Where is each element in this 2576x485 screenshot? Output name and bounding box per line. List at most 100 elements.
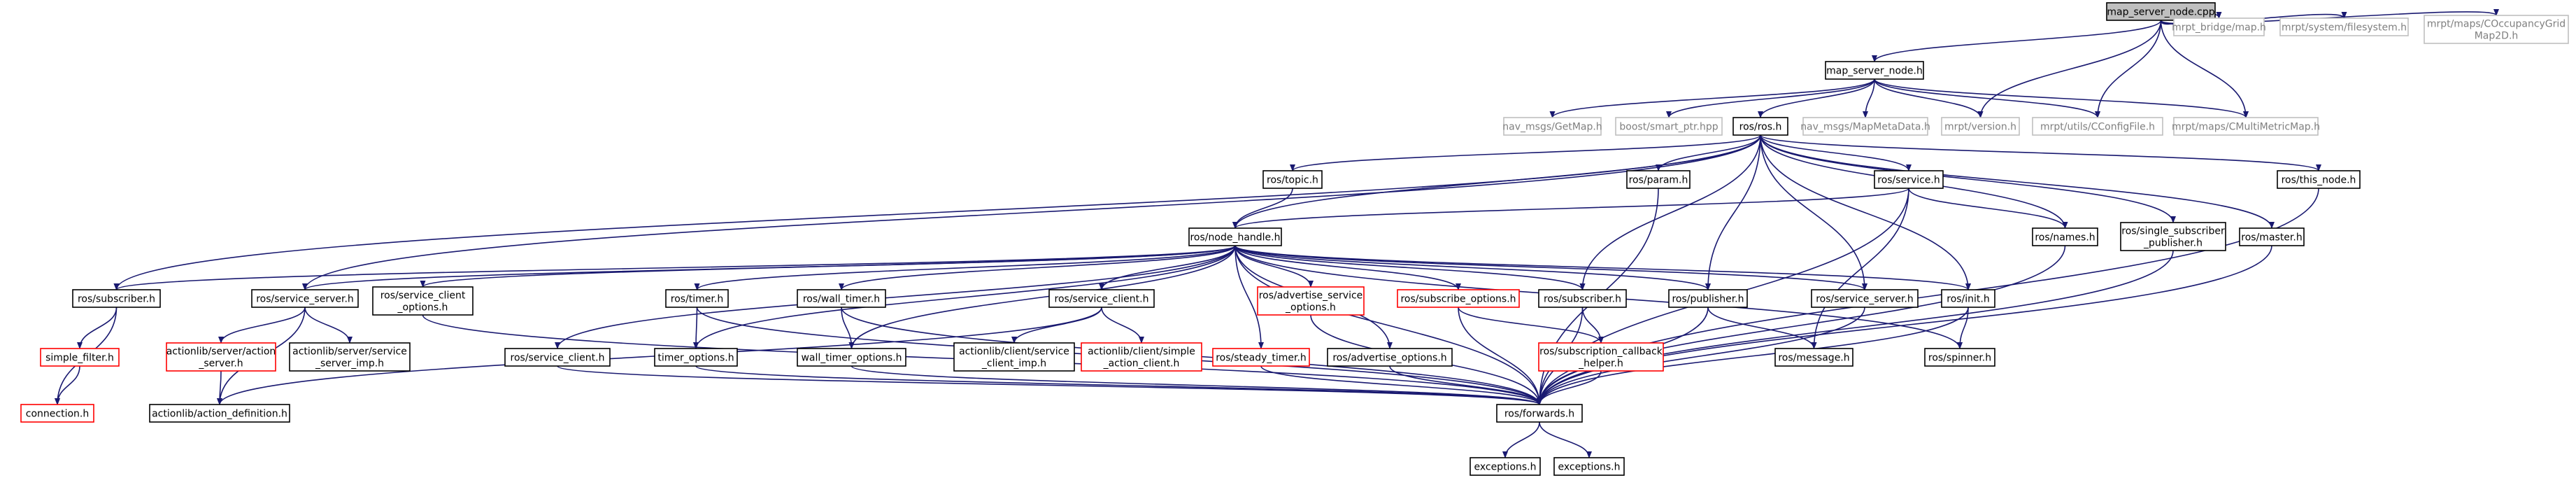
node-box: [2032, 117, 2163, 136]
node-ros-message[interactable]: ros/message.h: [1774, 348, 1853, 367]
node-box: [654, 348, 738, 367]
node-label: ros/service_server.h: [256, 294, 354, 305]
node-al-action-server[interactable]: actionlib/server/action_server.h: [166, 342, 276, 372]
node-label: ros/node_handle.h: [1190, 232, 1280, 244]
node-box: [1626, 170, 1691, 189]
node-root[interactable]: map_server_node.cpp: [2106, 2, 2216, 21]
node-label: _helper.h: [1578, 358, 1623, 370]
edge-ros-forwards-to-exceptions-a: [1502, 421, 1540, 458]
node-label: ros/master.h: [2241, 232, 2302, 244]
edge-ros-node-handle-to-ros-subscriber-b: [1234, 245, 1586, 290]
edge-ros-service-server-b-to-ros-forwards: [1537, 307, 1865, 405]
node-ros-node-handle[interactable]: ros/node_handle.h: [1188, 227, 1282, 246]
node-ros-service-client-b[interactable]: ros/service_client.h: [1048, 289, 1155, 308]
node-al-service-server-imp[interactable]: actionlib/server/service_server_imp.h: [289, 342, 411, 372]
edge-root-to-mrpt-version: [1977, 20, 2162, 118]
node-box: [1811, 289, 1919, 308]
node-mrpt-system-fs: mrpt/system/filesystem.h: [2279, 17, 2409, 36]
edge-ros-this-node-to-ros-forwards: [1537, 188, 2319, 405]
node-label: boost/smart_ptr.hpp: [1619, 122, 1718, 133]
node-ros-init[interactable]: ros/init.h: [1941, 289, 1995, 308]
node-exceptions-b[interactable]: exceptions.h: [1553, 457, 1625, 476]
edge-ros-h-to-ros-service-server-a: [302, 134, 1761, 290]
node-label: ros/timer.h: [671, 294, 723, 305]
edge-ros-names-to-ros-forwards: [1537, 245, 2066, 405]
nodes: map_server_node.cppmap_server_node.hmrpt…: [20, 2, 2569, 476]
node-ros-this-node[interactable]: ros/this_node.h: [2277, 170, 2361, 189]
node-label: wall_timer_options.h: [801, 353, 902, 364]
edge-map-server-node-h-to-mrpt-cmulti: [1874, 78, 2249, 118]
node-ros-steady-timer[interactable]: ros/steady_timer.h: [1212, 348, 1310, 367]
node-ros-advertise-opts[interactable]: ros/advertise_options.h: [1327, 348, 1453, 367]
node-box: [1503, 117, 1602, 136]
node-label: ros/subscribe_options.h: [1400, 294, 1516, 305]
edge-ros-single-sub-to-ros-forwards: [1537, 250, 2174, 405]
node-ros-master[interactable]: ros/master.h: [2239, 227, 2305, 246]
node-label: exceptions.h: [1558, 462, 1620, 473]
node-simple-filter[interactable]: simple_filter.h: [40, 348, 120, 367]
node-ros-names[interactable]: ros/names.h: [2032, 227, 2098, 246]
edge-ros-node-handle-to-ros-publisher: [1234, 245, 1711, 290]
node-ros-topic[interactable]: ros/topic.h: [1262, 170, 1323, 189]
node-box: [1732, 117, 1788, 136]
node-ros-spinner[interactable]: ros/spinner.h: [1924, 348, 1995, 367]
node-ros-wall-timer[interactable]: ros/wall_timer.h: [797, 289, 886, 308]
edge-ros-node-handle-to-timer-options: [693, 245, 1236, 349]
edge-ros-publisher-to-ros-message: [1707, 307, 1817, 349]
node-ros-service-server-b[interactable]: ros/service_server.h: [1811, 289, 1919, 308]
node-label: ros/service_client.h: [511, 353, 605, 364]
node-connection[interactable]: connection.h: [20, 404, 94, 423]
node-label: ros/single_subscriber: [2121, 226, 2225, 237]
edge-ros-service-to-ros-names: [1908, 188, 2068, 229]
node-wall-timer-options[interactable]: wall_timer_options.h: [797, 348, 906, 367]
node-timer-options[interactable]: timer_options.h: [654, 348, 738, 367]
node-ros-single-sub[interactable]: ros/single_subscriber_publisher.h: [2120, 222, 2226, 251]
node-ros-publisher[interactable]: ros/publisher.h: [1668, 289, 1748, 308]
node-label: ros/topic.h: [1267, 175, 1318, 186]
node-box: [2173, 17, 2265, 36]
node-ros-service-server-a[interactable]: ros/service_server.h: [251, 289, 359, 308]
node-box: [20, 404, 94, 423]
node-al-client-simple[interactable]: actionlib/client/simple_action_client.h: [1081, 342, 1202, 372]
edge-ros-h-to-ros-publisher: [1705, 134, 1761, 290]
node-label: ros/subscriber.h: [1544, 294, 1621, 305]
node-label: _publisher.h: [2143, 238, 2203, 249]
edge-ros-steady-timer-to-ros-forwards: [1260, 365, 1542, 405]
edge-ros-service-to-ros-message: [1811, 188, 1909, 349]
node-ros-subscriber-b[interactable]: ros/subscriber.h: [1538, 289, 1627, 308]
edge-ros-h-to-ros-this-node: [1760, 134, 2321, 171]
node-map-server-node-h[interactable]: map_server_node.h: [1825, 61, 1924, 80]
node-ros-param[interactable]: ros/param.h: [1626, 170, 1691, 189]
node-ros-service-client-a[interactable]: ros/service_client.h: [504, 348, 611, 367]
node-label: ros/init.h: [1947, 294, 1990, 305]
node-exceptions-a[interactable]: exceptions.h: [1470, 457, 1541, 476]
node-al-client-service-imp[interactable]: actionlib/client/service_client_imp.h: [953, 342, 1075, 372]
edge-simple-filter-to-connection: [55, 365, 80, 405]
node-box: [1470, 457, 1541, 476]
edge-ros-node-handle-to-wall-timer-options: [848, 245, 1236, 349]
edge-map-server-node-h-to-ros-h: [1758, 78, 1875, 118]
node-ros-subscribe-opts[interactable]: ros/subscribe_options.h: [1397, 289, 1520, 308]
node-ros-subscriber-a[interactable]: ros/subscriber.h: [72, 289, 161, 308]
node-ros-adv-service-opts[interactable]: ros/advertise_service_options.h: [1257, 286, 1365, 316]
node-ros-service[interactable]: ros/service.h: [1874, 170, 1944, 189]
edge-ros-init-to-ros-forwards: [1537, 307, 1969, 405]
edge-root-to-mrpt-cconfig: [2095, 20, 2162, 118]
node-ros-h[interactable]: ros/ros.h: [1732, 117, 1788, 136]
edge-ros-h-to-ros-subscriber-a: [113, 134, 1761, 290]
node-box: [2424, 15, 2569, 44]
node-ros-forwards[interactable]: ros/forwards.h: [1496, 404, 1583, 423]
node-label: ros/publisher.h: [1672, 294, 1744, 305]
node-al-action-def[interactable]: actionlib/action_definition.h: [149, 404, 290, 423]
edge-ros-wall-timer-to-wall-timer-options: [841, 307, 855, 349]
node-ros-timer[interactable]: ros/timer.h: [665, 289, 729, 308]
node-label: mrpt/maps/CMultiMetricMap.h: [2172, 122, 2320, 133]
edge-map-server-node-h-to-mrpt-cconfig: [1874, 78, 2100, 118]
node-ros-service-client-opts[interactable]: ros/service_client_options.h: [372, 286, 474, 316]
edge-ros-init-to-ros-spinner: [1957, 307, 1969, 349]
node-ros-sub-cb-helper[interactable]: ros/subscription_callback_helper.h: [1538, 342, 1664, 372]
node-box: [1262, 170, 1323, 189]
edge-wall-timer-options-to-ros-forwards: [851, 365, 1542, 405]
node-nav-getmap: nav_msgs/GetMap.h: [1502, 117, 1602, 136]
